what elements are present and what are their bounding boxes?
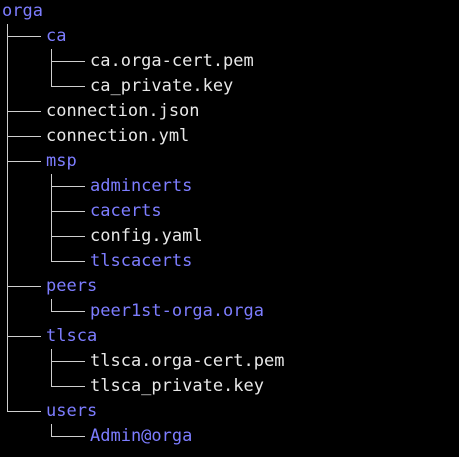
tree-guide-line (7, 74, 8, 99)
tree-branch-line (51, 261, 85, 262)
directory-name: admincerts (90, 176, 193, 196)
tree-guide-line (7, 349, 8, 374)
tree-branch-line (7, 286, 41, 287)
root-dir-label: orga (2, 1, 43, 21)
directory-name: Admin@orga (90, 426, 193, 446)
directory-name: peers (46, 276, 98, 296)
tree-entry-directory: cacerts (0, 199, 459, 224)
file-name: connection.json (46, 101, 200, 121)
tree-connector-line (51, 299, 52, 312)
tree-entry-directory: msp (0, 149, 459, 174)
tree-connector-line (51, 424, 52, 437)
tree-entry-directory: admincerts (0, 174, 459, 199)
tree-entry-file: config.yaml (0, 224, 459, 249)
tree-branch-line (7, 111, 41, 112)
tree-branch-line (51, 86, 85, 87)
tree-entry-file: ca.orga-cert.pem (0, 49, 459, 74)
tree-entry-directory: tlsca (0, 324, 459, 349)
tree-guide-line (7, 249, 8, 274)
directory-name: msp (46, 151, 77, 171)
file-name: tlsca.orga-cert.pem (90, 351, 285, 371)
tree-branch-line (7, 411, 41, 412)
tree-guide-line (7, 299, 8, 324)
tree-branch-line (51, 186, 85, 187)
directory-name: cacerts (90, 201, 162, 221)
tree-entry-directory: ca (0, 24, 459, 49)
directory-name: tlsca (46, 326, 98, 346)
tree-root: orga (0, 0, 43, 24)
tree-entry-directory: tlscacerts (0, 249, 459, 274)
tree-entry-file: tlsca_private.key (0, 374, 459, 399)
directory-name: users (46, 401, 98, 421)
tree-entry-directory: peers (0, 274, 459, 299)
tree-guide-line (7, 49, 8, 74)
tree-guide-line (7, 199, 8, 224)
tree-entry-file: ca_private.key (0, 74, 459, 99)
tree-branch-line (51, 311, 85, 312)
directory-name: tlscacerts (90, 251, 193, 271)
file-name: ca_private.key (90, 76, 234, 96)
tree-branch-line (7, 161, 41, 162)
tree-entry-directory: peer1st-orga.orga (0, 299, 459, 324)
tree-connector-line (51, 249, 52, 262)
tree-connector-line (7, 399, 8, 412)
tree-branch-line (51, 236, 85, 237)
file-name: ca.orga-cert.pem (90, 51, 254, 71)
tree-connector-line (51, 74, 52, 87)
tree-connector-line (51, 374, 52, 387)
tree-entry-file: tlsca.orga-cert.pem (0, 349, 459, 374)
tree-branch-line (51, 436, 85, 437)
tree-branch-line (7, 36, 41, 37)
tree-entry-directory: Admin@orga (0, 424, 459, 449)
tree-branch-line (51, 211, 85, 212)
tree-guide-line (7, 224, 8, 249)
tree-entry-file: connection.yml (0, 124, 459, 149)
file-name: tlsca_private.key (90, 376, 264, 396)
directory-name: peer1st-orga.orga (90, 301, 264, 321)
tree-branch-line (51, 386, 85, 387)
tree-branch-line (51, 61, 85, 62)
tree-branch-line (7, 136, 41, 137)
tree-branch-line (51, 361, 85, 362)
tree-branch-line (7, 336, 41, 337)
file-name: connection.yml (46, 126, 190, 146)
file-name: config.yaml (90, 226, 203, 246)
directory-name: ca (46, 26, 67, 46)
tree-entry-directory: users (0, 399, 459, 424)
tree-entry-file: connection.json (0, 99, 459, 124)
tree-guide-line (7, 174, 8, 199)
tree-guide-line (7, 374, 8, 399)
